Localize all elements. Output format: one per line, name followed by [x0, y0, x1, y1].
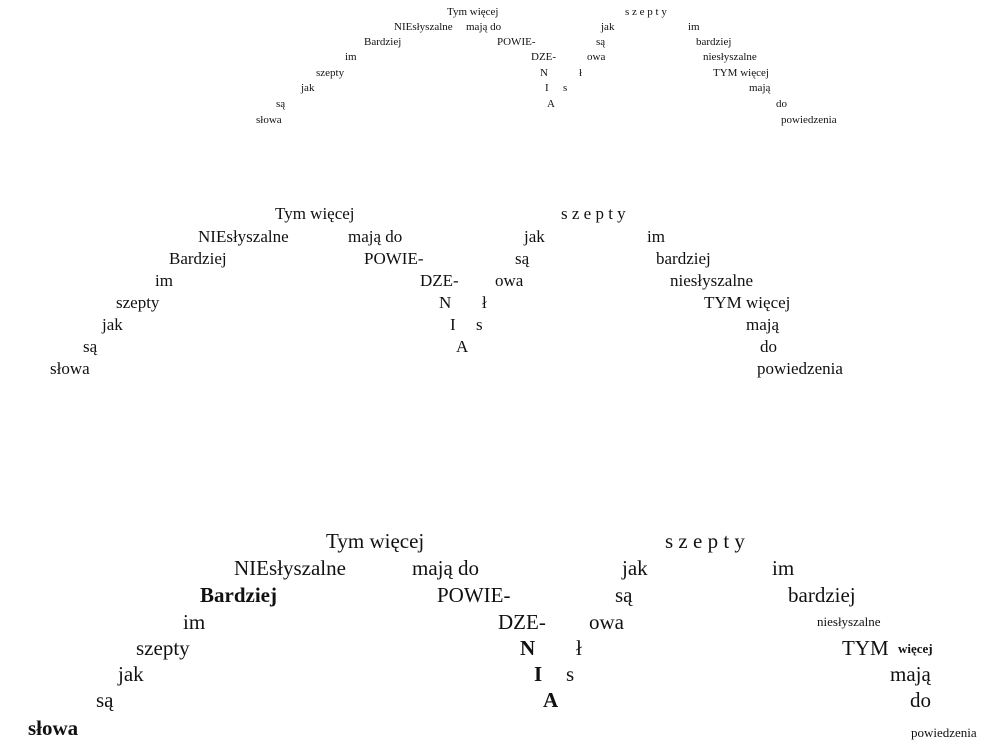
right-arc-word: do: [760, 337, 777, 356]
middle-word: DZE-: [420, 271, 459, 290]
left-arc-word: NIEsłyszalne: [198, 227, 289, 246]
middle-word: N: [540, 67, 548, 79]
left-arc-word: Tym więcej: [326, 529, 425, 553]
middle-word: s: [566, 662, 575, 686]
top-right-word: s z e p t y: [665, 529, 745, 553]
left-arc-word: im: [155, 271, 173, 290]
left-arc-word: są: [83, 337, 98, 356]
middle-word: mają do: [348, 227, 403, 246]
middle-word: jak: [524, 227, 545, 246]
left-arc-word: słowa: [50, 359, 90, 378]
left-arc-word: NIEsłyszalne: [394, 21, 453, 33]
middle-word: POWIE-: [497, 36, 536, 48]
right-arc-word: niesłyszalne: [817, 614, 881, 629]
top-right-word: s z e p t y: [561, 204, 626, 223]
middle-word: POWIE-: [364, 249, 424, 268]
left-arc-word: Tym więcej: [447, 6, 499, 18]
left-arc-word: im: [183, 610, 206, 634]
left-arc-word: są: [96, 688, 114, 712]
left-arc-word: Bardziej: [169, 249, 227, 268]
middle-word: mają do: [412, 556, 480, 580]
middle-word: owa: [495, 271, 524, 290]
left-arc-word: NIEsłyszalne: [234, 556, 346, 580]
middle-word: s: [563, 82, 568, 94]
left-arc-word: Tym więcej: [275, 204, 355, 223]
right-arc-word: im: [688, 21, 700, 33]
middle-word: A: [547, 98, 555, 110]
middle-word: ł: [579, 67, 583, 79]
right-arc-word: niesłyszalne: [703, 51, 757, 63]
right-arc-word: TYM więcej: [713, 67, 769, 79]
left-arc-word: Bardziej: [364, 36, 402, 48]
middle-word: są: [615, 583, 633, 607]
middle-word: N: [520, 636, 536, 660]
middle-word: I: [450, 315, 456, 334]
middle-word: I: [534, 662, 543, 686]
right-arc-word: mają: [746, 315, 780, 334]
right-arc-word: bardziej: [656, 249, 711, 268]
left-arc-word: słowa: [256, 114, 282, 126]
left-arc-word: są: [276, 98, 286, 110]
middle-word: jak: [601, 21, 615, 33]
middle-word: jak: [622, 556, 648, 580]
left-arc-word: im: [345, 51, 357, 63]
right-arc-word: niesłyszalne: [670, 271, 754, 290]
right-arc-word: im: [772, 556, 795, 580]
middle-word: owa: [587, 51, 606, 63]
right-arc-word: TYM więcej: [704, 293, 791, 312]
right-arc-word: mają: [890, 662, 931, 686]
middle-word: A: [543, 688, 559, 712]
right-arc-word: powiedzenia: [911, 725, 977, 740]
left-arc-word: jak: [118, 662, 144, 686]
middle-word: DZE-: [498, 610, 546, 634]
middle-word: są: [596, 36, 606, 48]
left-arc-word: Bardziej: [200, 583, 277, 607]
middle-word: POWIE-: [437, 583, 511, 607]
top-right-word: s z e p t y: [625, 6, 667, 18]
left-arc-word: jak: [301, 82, 315, 94]
middle-word: ł: [576, 636, 582, 660]
left-arc-word: słowa: [28, 716, 79, 740]
right-arc-word: powiedzenia: [757, 359, 843, 378]
right-arc-word: do: [910, 688, 931, 712]
right-arc-word: powiedzenia: [781, 114, 837, 126]
right-arc-word: do: [776, 98, 787, 110]
right-arc-word: mają: [749, 82, 771, 94]
left-arc-word: szepty: [136, 636, 190, 660]
left-arc-word: szepty: [116, 293, 160, 312]
middle-word: DZE-: [531, 51, 557, 63]
middle-word: N: [439, 293, 452, 312]
middle-word: mają do: [466, 21, 502, 33]
middle-word: ł: [482, 293, 487, 312]
right-arc-word: TYM: [842, 636, 889, 660]
right-arc-word: bardziej: [696, 36, 732, 48]
right-arc-word: bardziej: [788, 583, 856, 607]
left-arc-word: jak: [102, 315, 123, 334]
middle-word: są: [515, 249, 530, 268]
middle-word: I: [545, 82, 549, 94]
right-arc-word: im: [647, 227, 665, 246]
right-arc-word: więcej: [898, 641, 933, 656]
left-arc-word: szepty: [316, 67, 345, 79]
middle-word: owa: [589, 610, 624, 634]
middle-word: s: [476, 315, 483, 334]
middle-word: A: [456, 337, 469, 356]
